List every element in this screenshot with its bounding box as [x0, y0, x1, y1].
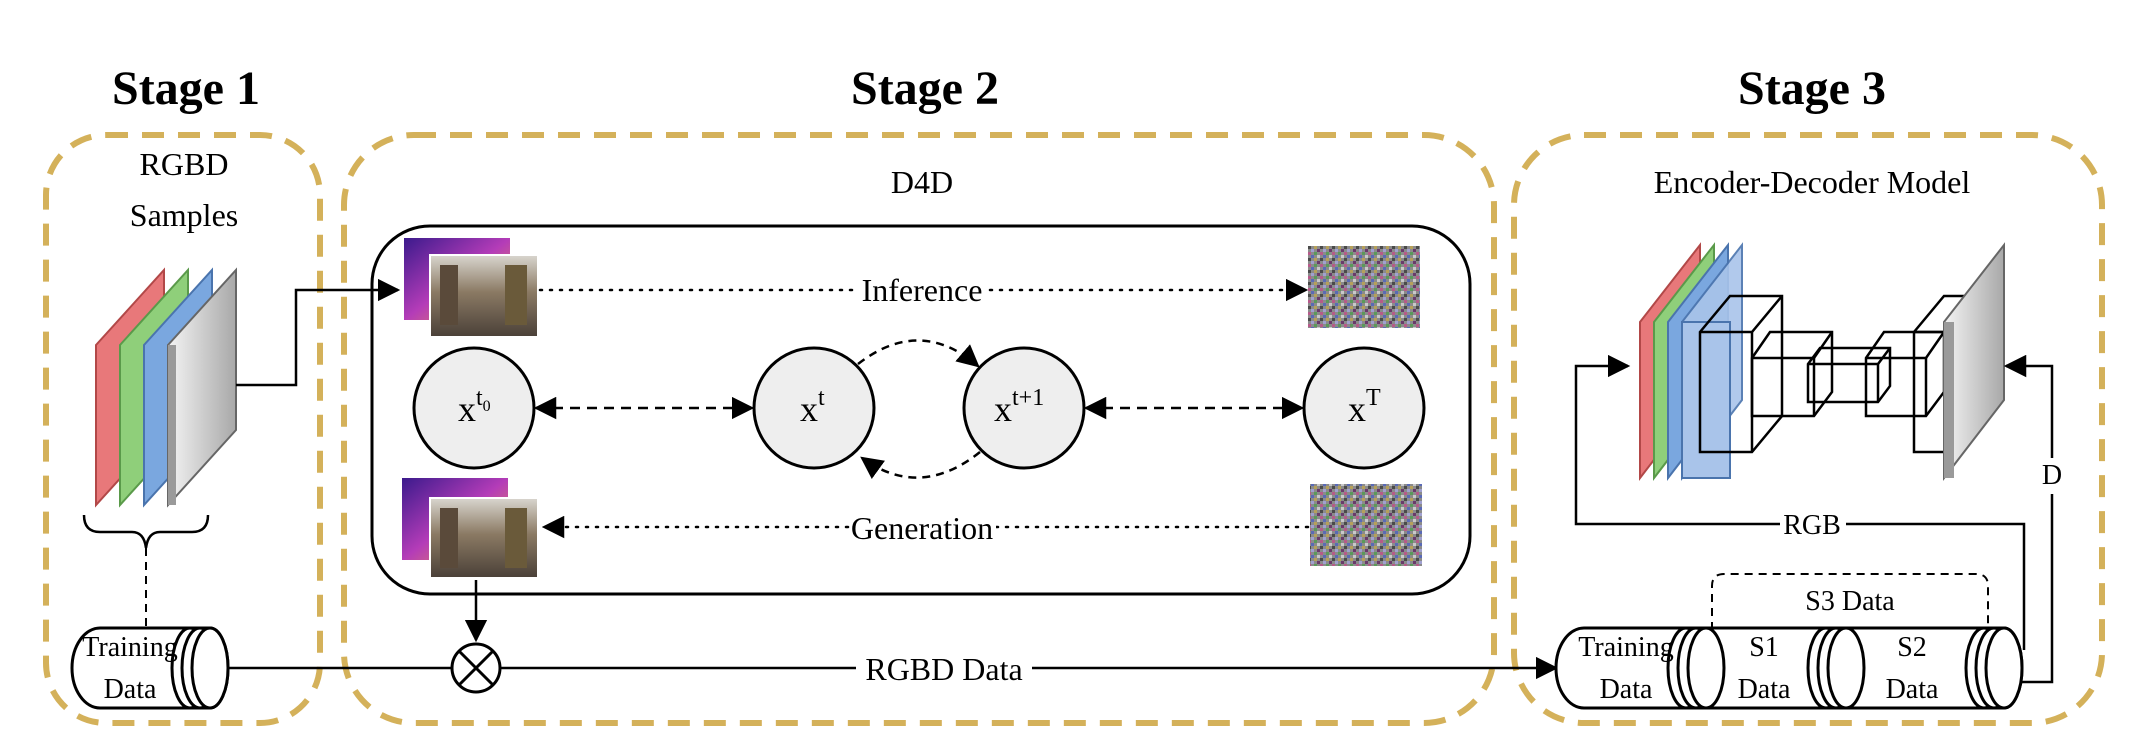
- rgbd-label-line2: Samples: [130, 197, 238, 233]
- training-data-right-line1: Training: [1578, 632, 1673, 663]
- training-data-right-line2: Data: [1600, 674, 1653, 705]
- stage1-border: [43, 132, 323, 726]
- rgbd-label-line1: RGBD: [140, 146, 229, 182]
- brace-icon: [82, 514, 210, 549]
- training-data-left-line2: Data: [104, 674, 157, 705]
- stage1-title: Stage 1: [112, 62, 260, 115]
- encoder-decoder-title: Encoder-Decoder Model: [1654, 164, 1971, 200]
- d4d-title: D4D: [891, 164, 953, 200]
- node-x-t0-label: xt0: [458, 385, 491, 429]
- s1-data-line1: S1: [1749, 632, 1779, 663]
- stage2-border: [341, 132, 1497, 726]
- s2-data-line1: S2: [1897, 632, 1927, 663]
- stage2-title: Stage 2: [851, 62, 999, 115]
- rgbd-data-label: RGBD Data: [865, 651, 1022, 687]
- stage3-title: Stage 3: [1738, 62, 1886, 115]
- node-x-t-label: xt: [800, 385, 825, 429]
- training-data-left: [70, 626, 230, 710]
- node-x-t1-label: xt+1: [994, 385, 1044, 429]
- inference-label: Inference: [862, 272, 983, 308]
- s2-data-line2: Data: [1886, 674, 1939, 705]
- rgbd-image-bottom: [402, 478, 539, 579]
- rgb-label: RGB: [1783, 510, 1841, 541]
- s3-data-label: S3 Data: [1805, 586, 1895, 617]
- combine-icon: [450, 642, 502, 694]
- d4d-box: [370, 224, 1472, 596]
- d-label: D: [2042, 460, 2062, 491]
- encoder-decoder-model: [1639, 242, 2005, 481]
- training-data-left-line1: Training: [82, 632, 177, 663]
- noise-image-top: [1308, 246, 1420, 328]
- node-x-T-label: xT: [1348, 385, 1381, 429]
- storage-stack-right: [1554, 626, 2024, 710]
- stage3-border: [1511, 132, 2105, 726]
- s1-data-line2: Data: [1738, 674, 1791, 705]
- rgbd-image-top: [404, 238, 539, 338]
- rgbd-sample-stack: [95, 267, 237, 508]
- generation-label: Generation: [851, 510, 993, 546]
- noise-image-bottom: [1310, 484, 1422, 566]
